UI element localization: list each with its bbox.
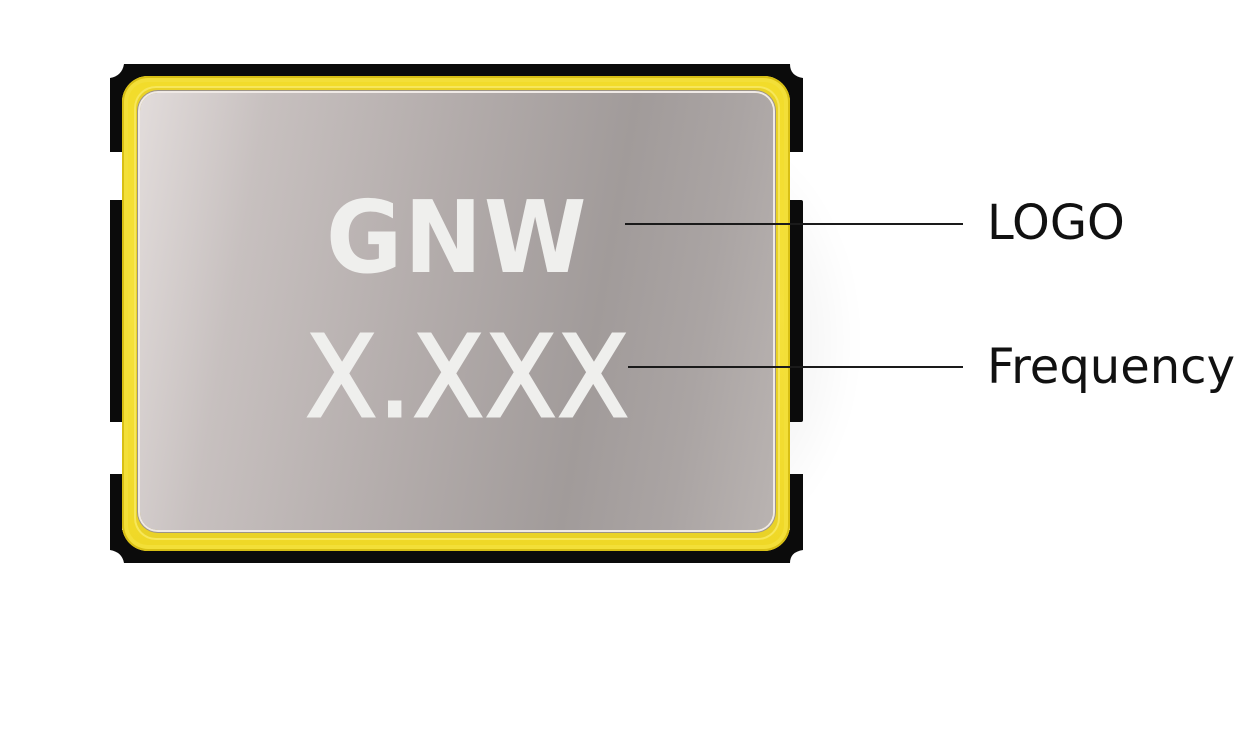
callout-frequency-label: Frequency: [987, 339, 1235, 395]
lid-marking-frequency: X.XXX: [305, 313, 631, 443]
frequency-leader-line: [628, 366, 963, 368]
lid-marking-logo: GNW: [326, 179, 589, 296]
callout-logo-label: LOGO: [987, 195, 1125, 251]
metal-lid: [140, 93, 773, 530]
logo-leader-line: [625, 223, 963, 225]
